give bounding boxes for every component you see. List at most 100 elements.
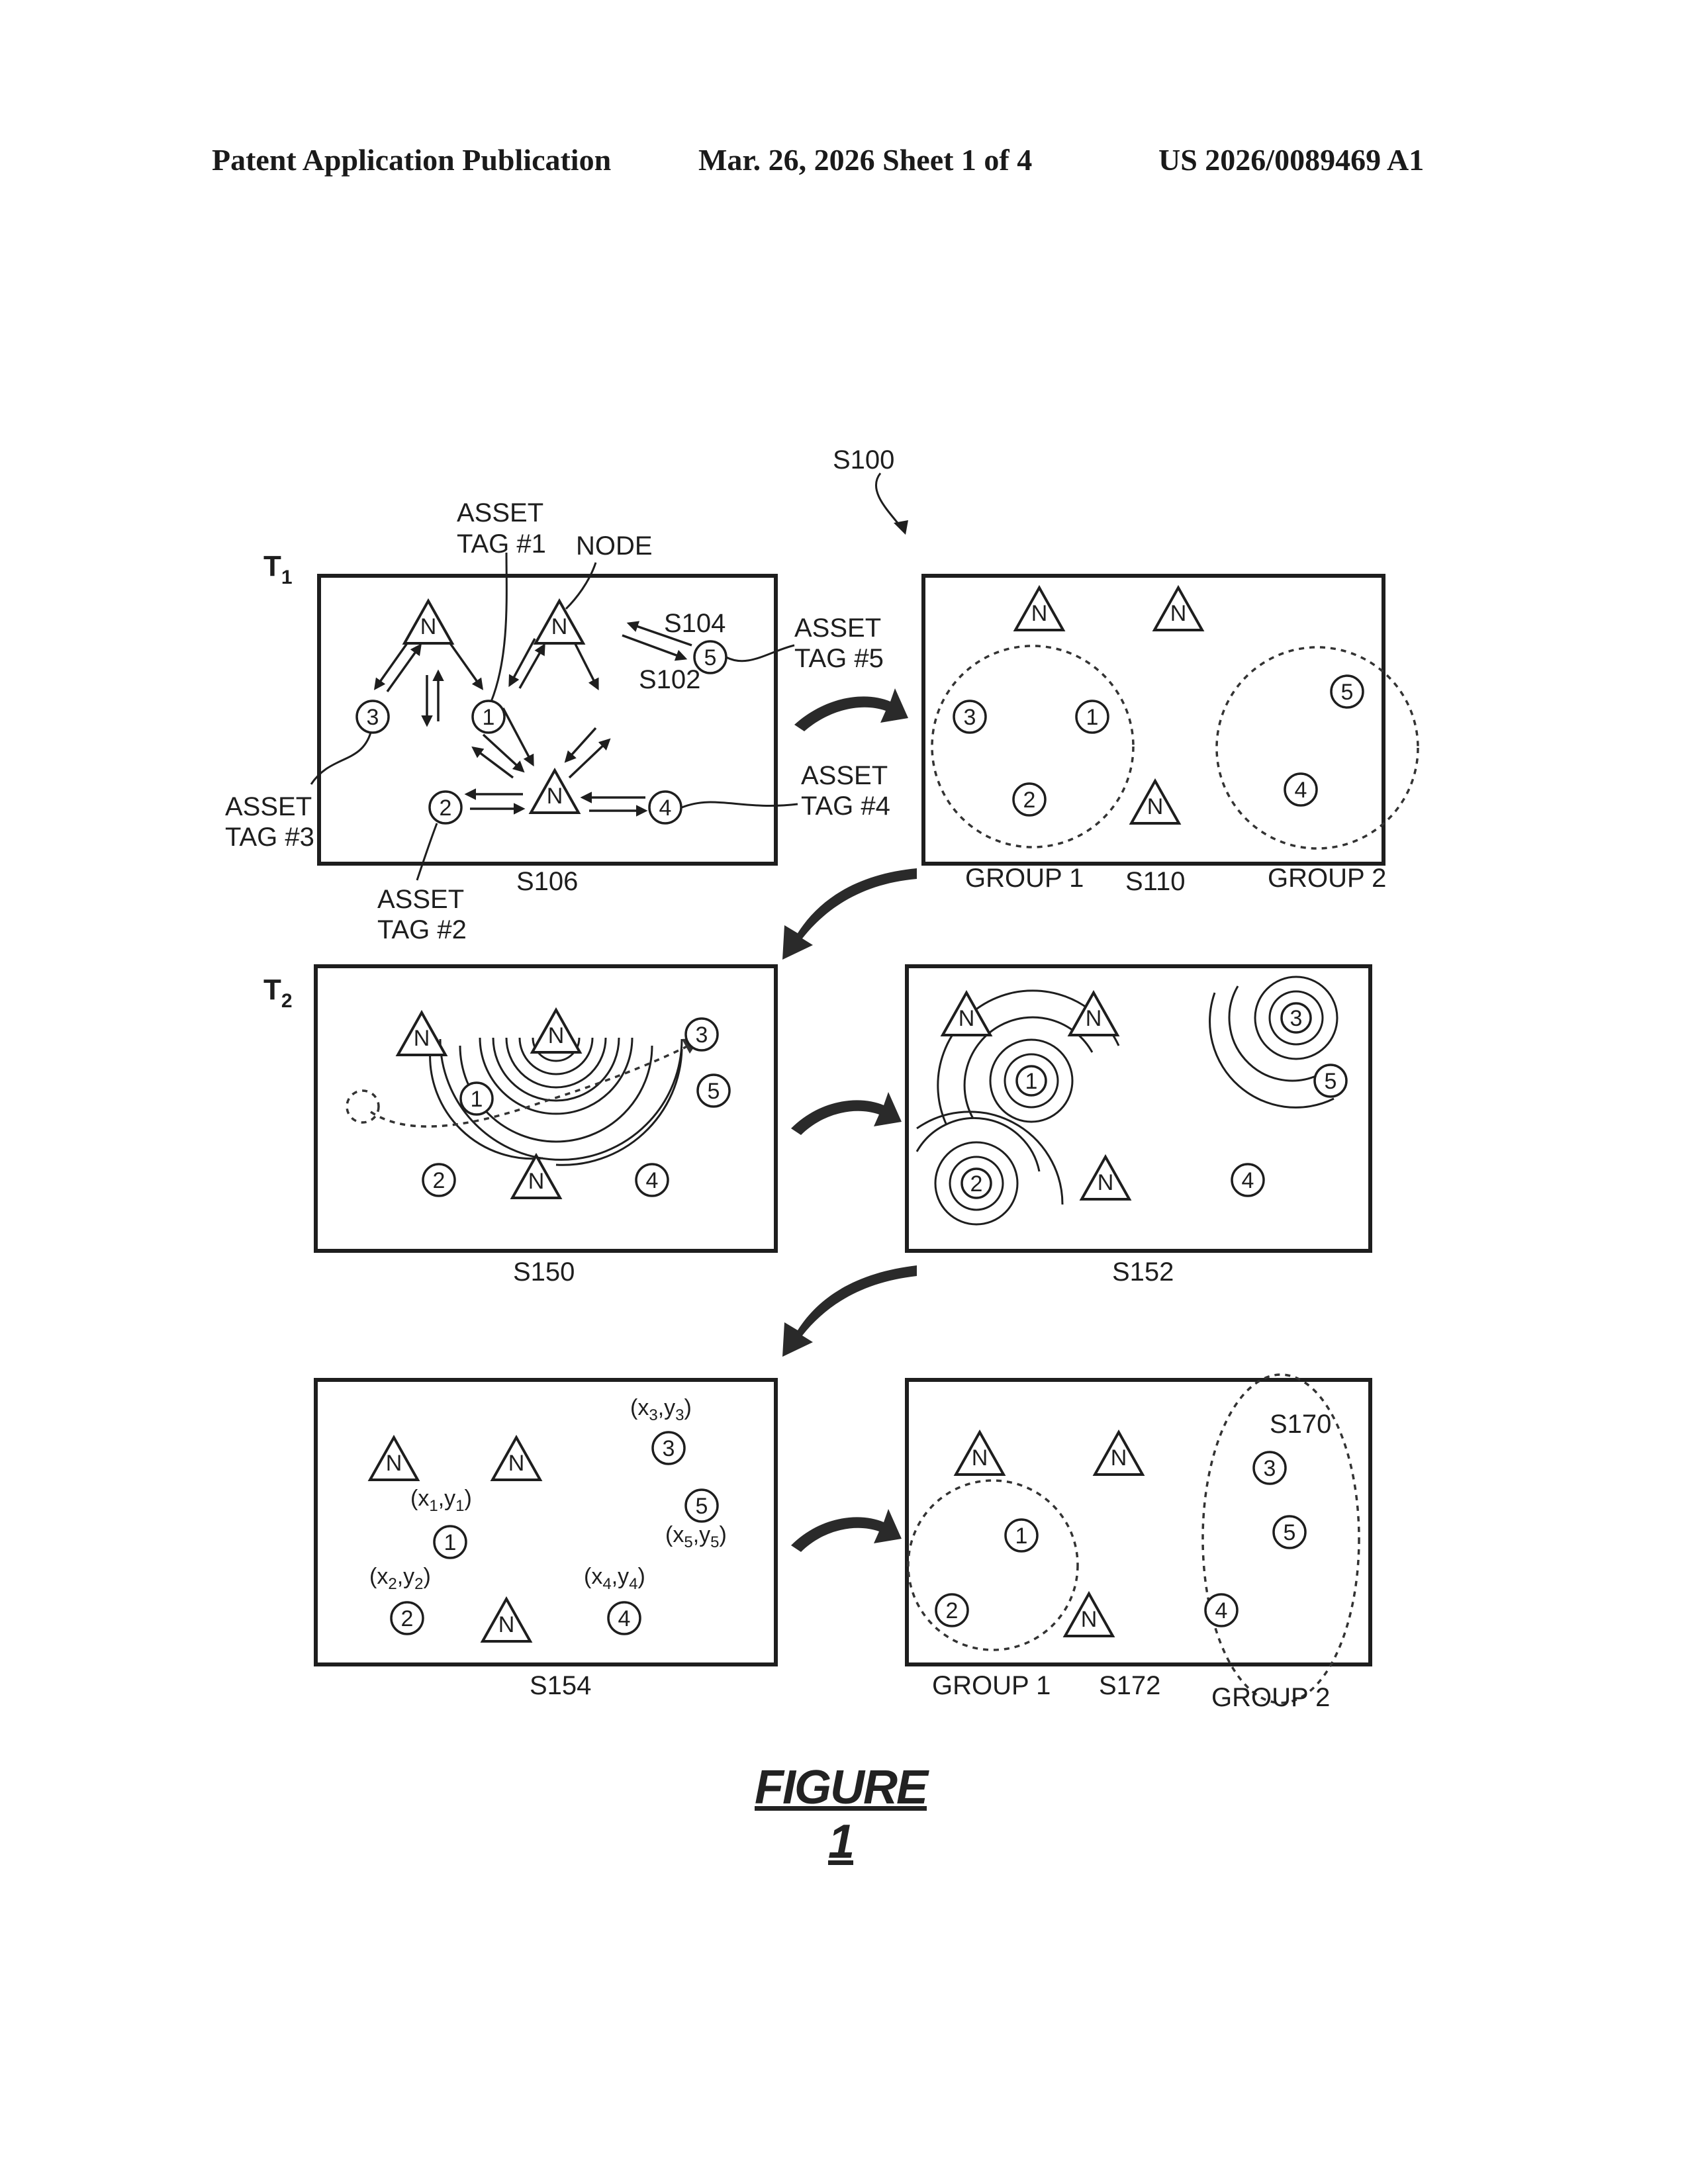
- asset-tag-2: 2: [936, 1594, 968, 1626]
- asset-tag-3: 3: [1282, 1003, 1311, 1032]
- asset-tag-3: 3: [1254, 1452, 1286, 1484]
- svg-text:1: 1: [444, 1530, 457, 1555]
- panel-s110: N N N 3 1 2 5 4 GROUP 1 S110 GROUP 2: [923, 576, 1418, 896]
- s100-leader: [876, 473, 900, 526]
- svg-text:4: 4: [1295, 778, 1307, 803]
- svg-text:5: 5: [1284, 1520, 1296, 1545]
- asset-tag-4: 4: [1205, 1594, 1237, 1626]
- flow-arrow: [791, 1092, 902, 1135]
- asset-tag-3: 3: [686, 1019, 718, 1050]
- label-node: NODE: [576, 531, 653, 561]
- label-asset-tag-3-line1: ASSET: [225, 792, 312, 821]
- svg-text:5: 5: [1341, 680, 1354, 705]
- flow-arrow: [791, 1509, 902, 1552]
- panel-label-s150: S150: [513, 1257, 575, 1287]
- label-asset-tag-2-line1: ASSET: [377, 885, 464, 914]
- panel-s150: N N N 3 1 5 2 4 S150: [316, 966, 776, 1287]
- panel-s154: N N N 3 5 1 2 4 (x3,y3) (x1,y1) (x5,y5) …: [316, 1380, 776, 1700]
- svg-text:3: 3: [367, 705, 379, 730]
- svg-text:3: 3: [964, 705, 976, 730]
- svg-text:3: 3: [1290, 1006, 1303, 1031]
- asset-tag-4: 4: [636, 1164, 668, 1196]
- svg-text:N: N: [959, 1006, 975, 1031]
- flow-arrow: [794, 688, 908, 731]
- svg-text:2: 2: [1023, 788, 1036, 813]
- panel-label-s154: S154: [530, 1671, 591, 1700]
- svg-text:4: 4: [659, 796, 672, 821]
- svg-text:2: 2: [440, 796, 452, 821]
- svg-text:N: N: [972, 1445, 988, 1471]
- panel-frame: [316, 966, 776, 1251]
- asset-tag-5: 5: [698, 1075, 729, 1107]
- asset-tag-3: 3: [653, 1432, 684, 1464]
- asset-tag-2: 2: [1013, 784, 1045, 815]
- svg-text:1: 1: [1025, 1069, 1038, 1094]
- panel-s106: N N N 3 1 5 2 4 ASSET TAG #1 NODE S104 S…: [225, 498, 890, 944]
- asset-tag-5: 5: [1274, 1516, 1305, 1548]
- asset-tag-2: 2: [430, 792, 461, 823]
- asset-tag-1: 1: [1006, 1520, 1037, 1551]
- group-1-label: GROUP 1: [965, 864, 1084, 893]
- asset-tag-3: 3: [357, 701, 389, 733]
- svg-text:5: 5: [1325, 1069, 1337, 1094]
- panel-s152: N N N 1 2 3 5 4 S152: [907, 966, 1370, 1287]
- svg-text:2: 2: [433, 1168, 445, 1193]
- label-asset-tag-5-line1: ASSET: [794, 614, 881, 643]
- label-asset-tag-3-line2: TAG #3: [225, 823, 314, 852]
- svg-text:3: 3: [663, 1436, 675, 1461]
- label-s170: S170: [1270, 1410, 1331, 1439]
- figure-caption: FIGURE 1: [741, 1760, 940, 1869]
- label-s104: S104: [664, 609, 726, 638]
- svg-text:N: N: [414, 1026, 430, 1051]
- svg-text:3: 3: [696, 1023, 708, 1048]
- svg-text:5: 5: [696, 1494, 708, 1519]
- panel-label-s110: S110: [1125, 867, 1185, 896]
- svg-text:5: 5: [704, 645, 717, 670]
- label-s102: S102: [639, 665, 700, 694]
- svg-text:N: N: [1086, 1006, 1102, 1031]
- panel-label-s172: S172: [1099, 1671, 1160, 1700]
- svg-text:N: N: [1170, 601, 1187, 626]
- asset-tag-4: 4: [649, 792, 681, 823]
- svg-text:N: N: [1111, 1445, 1127, 1471]
- asset-tag-1: 1: [434, 1526, 466, 1558]
- svg-text:N: N: [386, 1451, 402, 1476]
- svg-text:N: N: [498, 1612, 515, 1637]
- asset-tag-5: 5: [1315, 1065, 1346, 1097]
- asset-tag-2: 2: [962, 1169, 991, 1198]
- label-asset-tag-1-line1: ASSET: [457, 498, 543, 527]
- time-label-t2: T2: [263, 974, 293, 1012]
- svg-text:N: N: [1098, 1170, 1114, 1195]
- svg-text:1: 1: [1086, 705, 1099, 730]
- time-label-t1: T1: [263, 550, 293, 588]
- svg-text:3: 3: [1264, 1456, 1276, 1481]
- svg-text:4: 4: [1215, 1598, 1228, 1623]
- svg-text:1: 1: [483, 705, 495, 730]
- svg-text:4: 4: [618, 1606, 631, 1631]
- flow-arrow: [782, 868, 917, 960]
- svg-text:2: 2: [970, 1171, 983, 1197]
- asset-tag-1: 1: [473, 701, 504, 733]
- asset-tag-5: 5: [686, 1490, 718, 1522]
- asset-tag-5: 5: [1331, 676, 1363, 707]
- asset-tag-3: 3: [954, 701, 986, 733]
- asset-tag-1: 1: [1017, 1066, 1046, 1095]
- flow-arrow: [782, 1265, 917, 1357]
- label-asset-tag-1-line2: TAG #1: [457, 529, 546, 559]
- panel-label-s106: S106: [516, 867, 578, 896]
- panel-s172: N N N 1 2 3 5 4 S170 GROUP 1 S172 GROUP …: [907, 1375, 1370, 1712]
- svg-text:1: 1: [471, 1087, 483, 1112]
- svg-text:4: 4: [1242, 1168, 1254, 1193]
- svg-text:N: N: [551, 614, 568, 639]
- svg-text:5: 5: [708, 1079, 720, 1104]
- asset-tag-4: 4: [1232, 1164, 1264, 1196]
- svg-text:N: N: [1147, 794, 1164, 819]
- svg-text:N: N: [1031, 601, 1048, 626]
- asset-tag-1: 1: [1076, 701, 1108, 733]
- group-2-label: GROUP 2: [1268, 864, 1386, 893]
- asset-tag-4: 4: [608, 1602, 640, 1634]
- group-2-label: GROUP 2: [1211, 1683, 1330, 1712]
- asset-tag-4: 4: [1285, 774, 1317, 805]
- label-asset-tag-4-line1: ASSET: [801, 761, 888, 790]
- svg-text:N: N: [1081, 1607, 1098, 1632]
